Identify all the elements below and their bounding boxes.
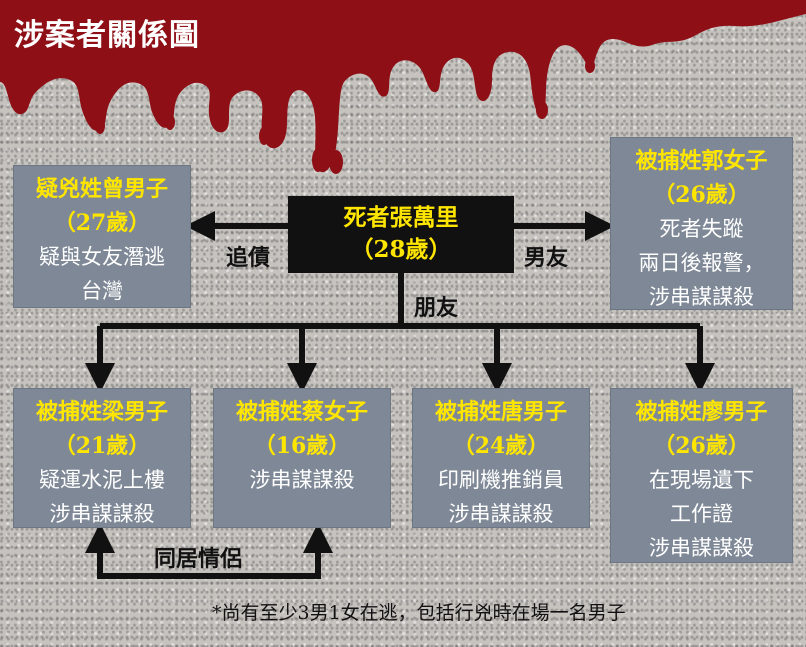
person-detail: 涉串謀謀殺 bbox=[649, 285, 754, 309]
person-name: 疑兇姓曾男子 bbox=[35, 176, 168, 202]
person-detail: 疑運水泥上樓 bbox=[39, 468, 165, 492]
person-box-bottom-1: 被捕姓梁男子 （21歲） 疑運水泥上樓 涉串謀謀殺 bbox=[13, 388, 191, 528]
person-age: （26歲） bbox=[653, 433, 750, 459]
person-box-top-right: 被捕姓郭女子 （26歲） 死者失蹤 兩日後報警， 涉串謀謀殺 bbox=[610, 137, 793, 310]
person-detail: 工作證 bbox=[670, 502, 733, 526]
person-age: （21歲） bbox=[53, 433, 151, 459]
person-age: （24歲） bbox=[452, 433, 550, 459]
victim-box: 死者張萬里 （28歲） bbox=[288, 196, 514, 273]
label-debt: 追債 bbox=[226, 246, 271, 271]
person-detail: 在現場遺下 bbox=[649, 468, 754, 492]
person-box-bottom-4: 被捕姓廖男子 （26歲） 在現場遺下 工作證 涉串謀謀殺 bbox=[610, 388, 793, 563]
person-detail: 涉串謀謀殺 bbox=[448, 502, 554, 526]
victim-name: 死者張萬里 bbox=[343, 204, 459, 231]
person-detail: 涉串謀謀殺 bbox=[649, 536, 754, 560]
victim-age: （28歲） bbox=[350, 236, 452, 263]
person-box-bottom-3: 被捕姓唐男子 （24歲） 印刷機推銷員 涉串謀謀殺 bbox=[412, 388, 590, 528]
person-box-top-left: 疑兇姓曾男子 （27歲） 疑與女友潛逃 台灣 bbox=[13, 165, 191, 308]
person-detail: 涉串謀謀殺 bbox=[49, 502, 155, 526]
person-name: 被捕姓廖男子 bbox=[635, 399, 768, 425]
label-friend: 朋友 bbox=[414, 296, 459, 321]
person-detail: 兩日後報警， bbox=[638, 251, 765, 275]
footnote: *尚有至少3男1女在逃，包括行兇時在場一名男子 bbox=[212, 602, 626, 624]
person-name: 被捕姓唐男子 bbox=[434, 399, 567, 425]
label-boyfriend: 男友 bbox=[524, 246, 569, 271]
person-detail: 死者失蹤 bbox=[659, 217, 744, 241]
person-detail: 台灣 bbox=[81, 279, 123, 303]
person-detail: 涉串謀謀殺 bbox=[249, 468, 355, 492]
person-name: 被捕姓梁男子 bbox=[35, 399, 168, 425]
person-box-bottom-2: 被捕姓蔡女子 （16歲） 涉串謀謀殺 bbox=[213, 388, 391, 528]
person-detail: 印刷機推銷員 bbox=[438, 468, 564, 492]
person-age: （26歲） bbox=[653, 182, 750, 208]
blood-drip-decoration bbox=[0, 0, 806, 174]
person-name: 被捕姓郭女子 bbox=[635, 148, 768, 174]
person-name: 被捕姓蔡女子 bbox=[235, 399, 368, 425]
person-age: （16歲） bbox=[253, 433, 351, 459]
page-title: 涉案者關係圖 bbox=[14, 18, 200, 53]
person-age: （27歲） bbox=[53, 210, 151, 236]
label-cohabit: 同居情侶 bbox=[154, 547, 243, 572]
person-detail: 疑與女友潛逃 bbox=[39, 245, 165, 269]
cohabit-connector bbox=[85, 523, 333, 579]
